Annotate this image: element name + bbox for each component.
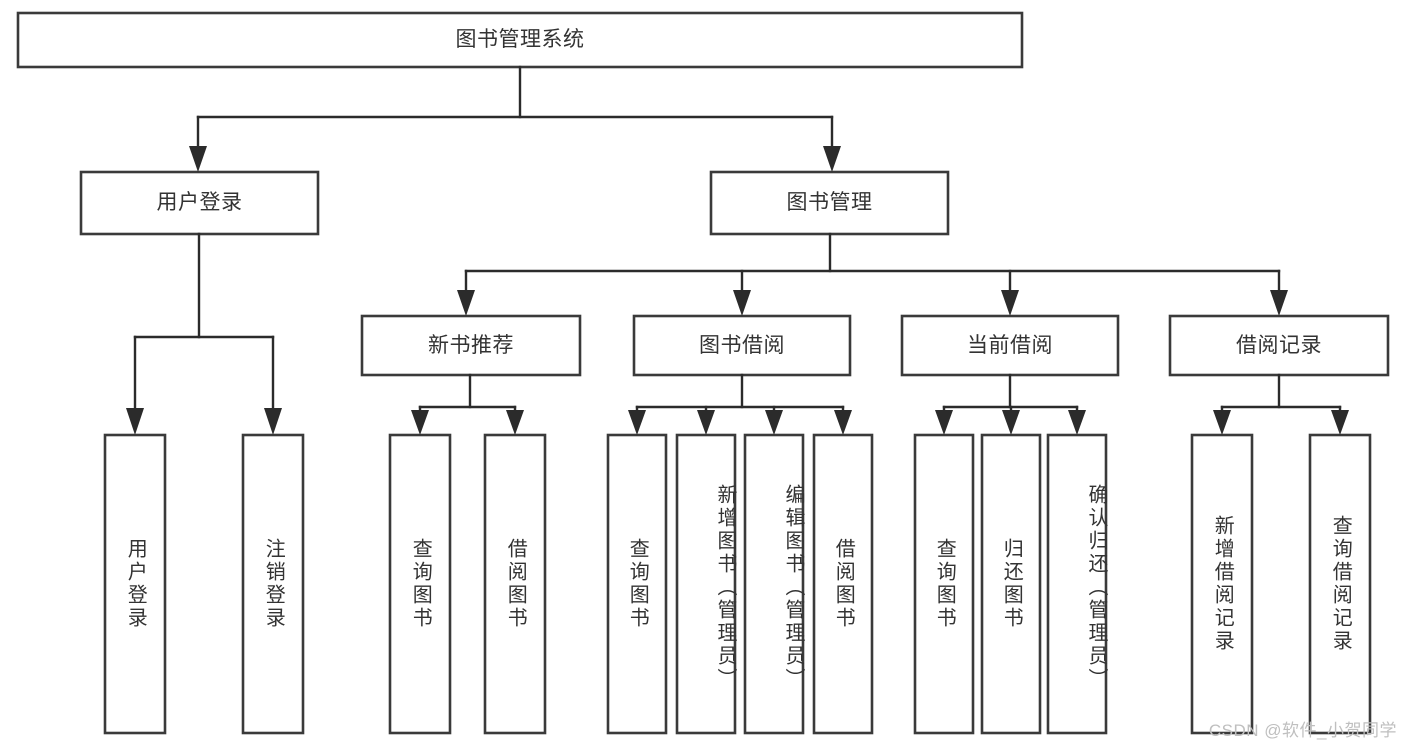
node-box-new-book-recommend[interactable] [360, 314, 582, 377]
node-box-leaf-logout[interactable] [241, 433, 305, 735]
connector-user-login-to-leaves [126, 232, 282, 435]
arrow-head-book-borrow [733, 290, 751, 316]
node-box-leaf-confirm-return[interactable] [1046, 433, 1108, 735]
arrow-head-leaf-return-book [1002, 410, 1020, 435]
connector-book-borrow-to-leaves [628, 373, 852, 435]
arrow-head-leaf-query-book-recommend [411, 410, 429, 435]
arrow-head-leaf-user-login [126, 408, 144, 435]
node-box-leaf-return-book[interactable] [980, 433, 1042, 735]
node-box-leaf-query-book-current[interactable] [913, 433, 975, 735]
node-box-leaf-add-borrow-record[interactable] [1190, 433, 1254, 735]
arrow-head-leaf-edit-book [765, 410, 783, 435]
arrow-head-leaf-add-borrow-record [1213, 410, 1231, 435]
node-box-leaf-add-book[interactable] [675, 433, 737, 735]
node-boxes [16, 11, 1390, 735]
node-box-leaf-user-login[interactable] [103, 433, 167, 735]
node-box-leaf-query-book-recommend[interactable] [388, 433, 452, 735]
connector-new-book-recommend-to-leaves [411, 373, 524, 435]
node-box-root[interactable] [16, 11, 1024, 69]
node-box-leaf-query-book-borrow[interactable] [606, 433, 668, 735]
arrow-head-borrow-record [1270, 290, 1288, 316]
arrow-head-leaf-logout [264, 408, 282, 435]
node-box-leaf-borrow-book[interactable] [812, 433, 874, 735]
arrow-head-leaf-query-borrow-record [1331, 410, 1349, 435]
arrow-head-leaf-confirm-return [1068, 410, 1086, 435]
arrow-head-current-borrow [1001, 290, 1019, 316]
node-box-book-borrow[interactable] [632, 314, 852, 377]
arrow-head-user-login [189, 146, 207, 172]
watermark-text: CSDN @软件_小贺同学 [1208, 721, 1397, 740]
arrow-head-leaf-borrow-book-recommend [506, 410, 524, 435]
arrow-head-book-management [823, 146, 841, 172]
arrow-head-leaf-query-book-borrow [628, 410, 646, 435]
arrow-head-new-book-recommend [457, 290, 475, 316]
node-box-book-management[interactable] [709, 170, 950, 236]
node-box-user-login[interactable] [79, 170, 320, 236]
arrow-head-leaf-add-book [697, 410, 715, 435]
node-box-leaf-query-borrow-record[interactable] [1308, 433, 1372, 735]
connector-root-to-level2 [189, 65, 841, 172]
node-box-leaf-borrow-book-recommend[interactable] [483, 433, 547, 735]
connector-current-borrow-to-leaves [935, 373, 1086, 435]
arrow-head-leaf-query-book-current [935, 410, 953, 435]
node-box-borrow-record[interactable] [1168, 314, 1390, 377]
connector-borrow-record-to-leaves [1213, 373, 1349, 435]
connector-book-management-to-level3 [457, 232, 1288, 316]
node-box-leaf-edit-book[interactable] [743, 433, 805, 735]
node-box-current-borrow[interactable] [900, 314, 1120, 377]
arrow-head-leaf-borrow-book [834, 410, 852, 435]
